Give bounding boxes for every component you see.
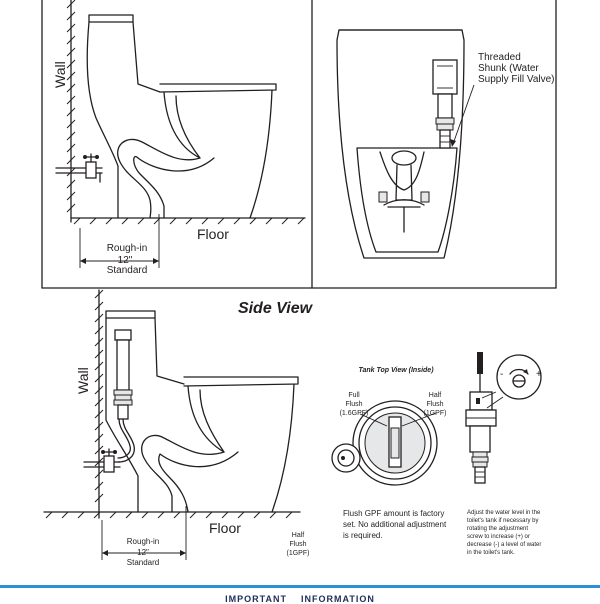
half-flush-side-line1: Half [292, 532, 305, 539]
threaded-shunk-line2: Shunk (Water [478, 63, 539, 74]
wall-section [66, 0, 76, 223]
side-view-title: Side View [238, 300, 314, 317]
adjust-note-line5: decrease (-) a level of water [467, 542, 541, 548]
adjust-note-line6: in the toilet's tank. [467, 550, 515, 556]
half-flush-side-line3: (1GPF) [287, 550, 310, 557]
rough-in-side-line3: Standard [127, 558, 159, 567]
floor-section [70, 217, 306, 225]
threaded-shunk-line1: Threaded [478, 52, 521, 63]
toilet-side-view-top [86, 14, 277, 219]
fill-valve-front [432, 59, 458, 149]
tank-front-view [336, 29, 465, 259]
half-flush-top-line1: Half [429, 392, 442, 399]
fill-valve-adjustment-diagram [465, 352, 542, 484]
tank-top-view-title: Tank Top View (Inside) [358, 367, 434, 374]
adjust-note-line3: rotating the adjustment [467, 526, 528, 532]
adjust-note-line1: Adjust the water level in the [467, 510, 541, 516]
adjust-note-line2: toilet's tank if necessary by [467, 518, 539, 524]
rough-in-side-line1: Rough-in [127, 537, 159, 546]
important-information-heading: IMPORTANT INFORMATION [225, 594, 375, 604]
wall-label-top: Wall [52, 61, 68, 88]
important-information-band: IMPORTANT INFORMATION [0, 585, 600, 604]
rough-in-dimension-top [79, 214, 160, 268]
decrease-symbol: - [500, 369, 503, 380]
half-flush-top-line3: (1GPF) [424, 410, 447, 417]
side-view-diagram [43, 289, 301, 560]
flush-note-line3: is required. [343, 531, 383, 540]
increase-symbol: + [536, 369, 542, 380]
half-flush-top-line2: Flush [426, 401, 443, 408]
tank-top-view-diagram [331, 400, 438, 486]
supply-valve-top [55, 153, 103, 183]
rough-in-label-line1: Rough-in [107, 243, 148, 254]
half-flush-side-line2: Flush [289, 541, 306, 548]
wall-label-side: Wall [75, 367, 91, 394]
full-flush-line3: (1.6GPF) [340, 410, 369, 417]
top-right-panel: Threaded Shunk (Water Supply Fill Valve) [311, 0, 557, 289]
flush-note-line1: Flush GPF amount is factory [343, 509, 444, 518]
top-left-panel: Rough-in 12" Standard Wall Floor [41, 0, 313, 289]
flush-note-line2: set. No additional adjustment [343, 520, 447, 529]
full-flush-line1: Full [348, 392, 360, 399]
adjust-note-line4: screw to increase (+) or [467, 534, 530, 540]
threaded-shunk-line3: Supply Fill Valve) [478, 74, 555, 85]
rough-in-label-line3: Standard [107, 265, 148, 276]
rough-in-side-line2: 12" [137, 548, 149, 557]
rough-in-label-line2: 12" [118, 255, 133, 266]
full-flush-line2: Flush [345, 401, 362, 408]
floor-label-top: Floor [197, 226, 229, 242]
callout-leader [452, 84, 475, 145]
floor-label-side: Floor [209, 520, 241, 536]
